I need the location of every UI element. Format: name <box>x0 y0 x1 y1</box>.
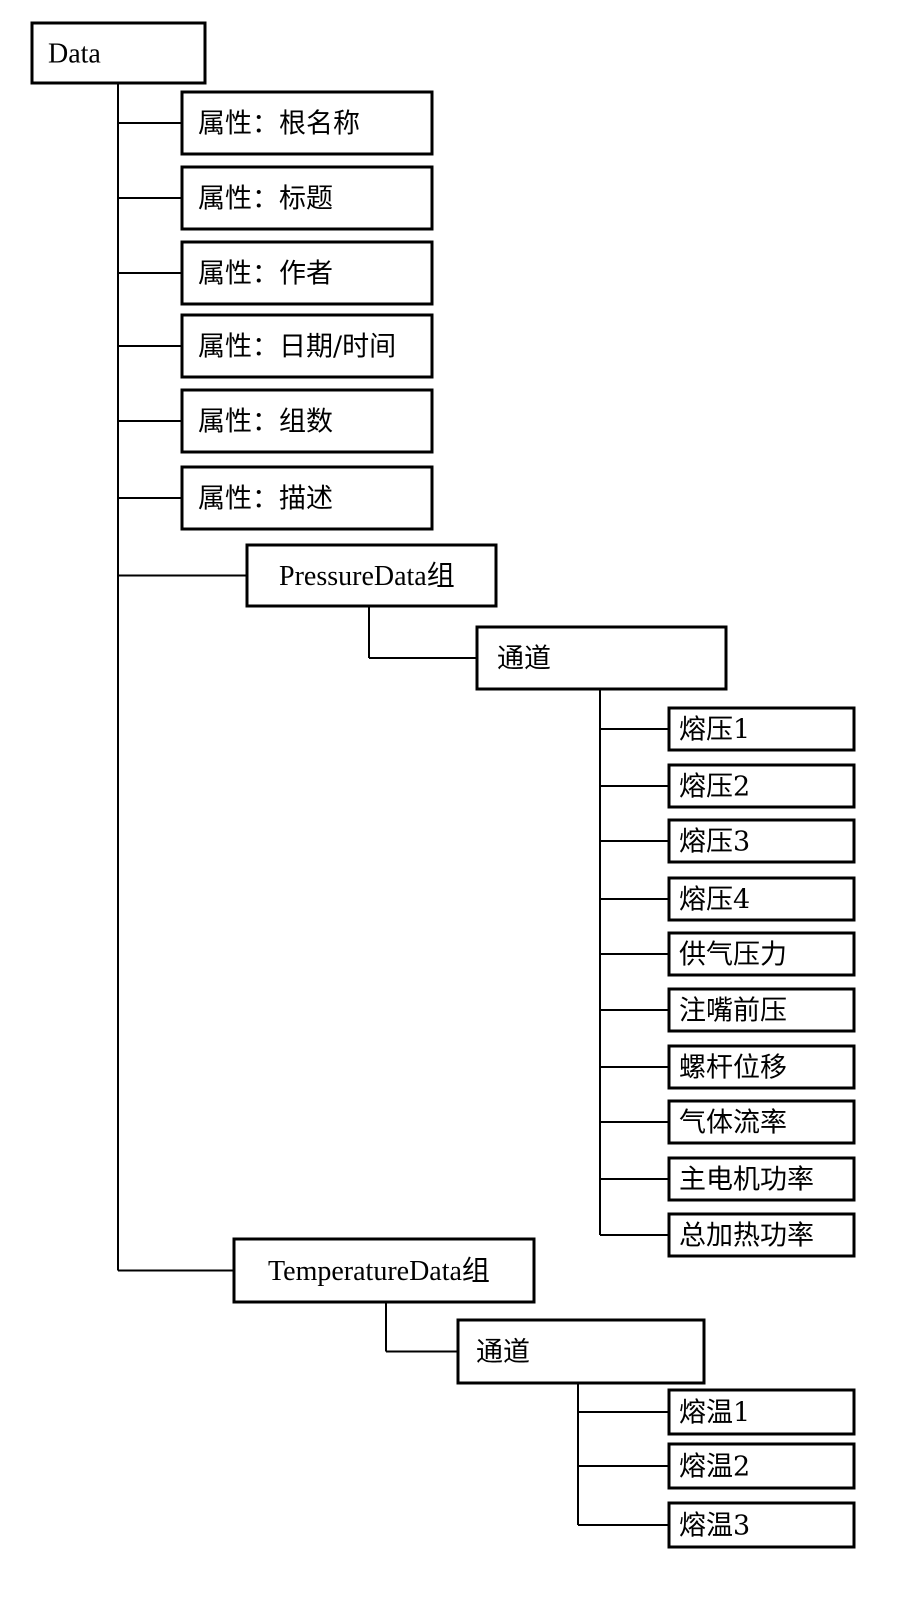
group-1-channel-item-8-box <box>667 1099 856 1145</box>
attribute-node-3-box <box>180 240 434 306</box>
group-2-channel-item-1: 熔温1 <box>667 1388 856 1436</box>
attribute-node-2-label: 属性：标题 <box>198 184 333 215</box>
group-1-channel-item-9: 主电机功率 <box>667 1156 856 1202</box>
attribute-node-1: 属性：根名称 <box>180 90 434 156</box>
group-1-channel-node-box <box>475 625 728 691</box>
group-2-node-box <box>232 1237 536 1304</box>
group-1-channel-item-10: 总加热功率 <box>667 1212 856 1258</box>
group-1-channel-item-1: 熔压1 <box>667 706 856 752</box>
group-1-channel-node-label: 通道 <box>497 644 551 675</box>
group-1-channel-item-2-label: 熔压2 <box>679 772 750 803</box>
group-1-channel-item-9-box <box>667 1156 856 1202</box>
attribute-node-6: 属性：描述 <box>180 465 434 531</box>
group-1-channel-item-10-label: 总加热功率 <box>679 1221 814 1252</box>
group-1-channel-item-8-label: 气体流率 <box>679 1108 787 1139</box>
group-1-channel-node: 通道 <box>475 625 728 691</box>
root-node-label: Data <box>48 39 101 70</box>
group-2-channel-item-3-box <box>667 1501 856 1549</box>
group-1-channel-item-4: 熔压4 <box>667 876 856 922</box>
group-2-channel-item-3: 熔温3 <box>667 1501 856 1549</box>
group-1-channel-item-7: 螺杆位移 <box>667 1044 856 1090</box>
group-2-channel-item-3-label: 熔温3 <box>679 1511 750 1542</box>
group-1-channel-item-9-label: 主电机功率 <box>679 1165 814 1196</box>
group-1-node: PressureData组 <box>245 543 498 608</box>
group-1-channel-item-2-box <box>667 763 856 809</box>
group-1-channel-item-3-box <box>667 818 856 864</box>
attribute-node-6-box <box>180 465 434 531</box>
group-2-channel-item-2-box <box>667 1442 856 1490</box>
group-2-channel-node-box <box>456 1318 706 1385</box>
attribute-node-4-box <box>180 313 434 379</box>
attribute-node-4: 属性：日期/时间 <box>180 313 434 379</box>
group-1-channel-item-4-label: 熔压4 <box>679 885 750 916</box>
group-1-channel-item-8: 气体流率 <box>667 1099 856 1145</box>
attribute-node-2: 属性：标题 <box>180 165 434 231</box>
group-1-channel-item-6-box <box>667 987 856 1033</box>
attribute-node-5: 属性：组数 <box>180 388 434 454</box>
group-1-channel-item-10-box <box>667 1212 856 1258</box>
group-1-node-label: PressureData组 <box>279 560 455 592</box>
group-1-channel-item-4-box <box>667 876 856 922</box>
group-1-channel-item-1-box <box>667 706 856 752</box>
group-1-channel-item-3: 熔压3 <box>667 818 856 864</box>
attribute-node-3: 属性：作者 <box>180 240 434 306</box>
group-1-channel-item-5-label: 供气压力 <box>679 940 787 971</box>
attribute-node-1-box <box>180 90 434 156</box>
attribute-node-5-box <box>180 388 434 454</box>
group-1-channel-item-6-label: 注嘴前压 <box>679 996 787 1027</box>
group-2-channel-item-1-box <box>667 1388 856 1436</box>
group-1-channel-item-7-box <box>667 1044 856 1090</box>
group-1-channel-item-1-label: 熔压1 <box>679 715 750 746</box>
attribute-node-6-label: 属性：描述 <box>198 484 333 515</box>
group-2-channel-item-2: 熔温2 <box>667 1442 856 1490</box>
connector-lines <box>117 83 669 1526</box>
group-1-channel-item-2: 熔压2 <box>667 763 856 809</box>
group-1-channel-item-3-label: 熔压3 <box>679 827 750 858</box>
group-2-channel-node: 通道 <box>456 1318 706 1385</box>
group-1-channel-item-6: 注嘴前压 <box>667 987 856 1033</box>
root-node-box <box>30 21 207 85</box>
attribute-node-3-label: 属性：作者 <box>198 259 333 290</box>
attribute-node-2-box <box>180 165 434 231</box>
group-2-channel-item-1-label: 熔温1 <box>679 1398 750 1429</box>
attribute-node-4-label: 属性：日期/时间 <box>198 332 396 363</box>
attribute-node-5-label: 属性：组数 <box>198 407 333 438</box>
group-1-channel-item-7-label: 螺杆位移 <box>679 1053 787 1084</box>
group-2-channel-node-label: 通道 <box>476 1337 530 1368</box>
group-1-channel-item-5-box <box>667 931 856 977</box>
attribute-node-1-label: 属性：根名称 <box>198 109 360 140</box>
root-node: Data <box>30 21 207 85</box>
group-1-node-box <box>245 543 498 608</box>
group-2-node-label: TemperatureData组 <box>268 1255 490 1287</box>
group-2-channel-item-2-label: 熔温2 <box>679 1452 750 1483</box>
group-1-channel-item-5: 供气压力 <box>667 931 856 977</box>
group-2-node: TemperatureData组 <box>232 1237 536 1304</box>
